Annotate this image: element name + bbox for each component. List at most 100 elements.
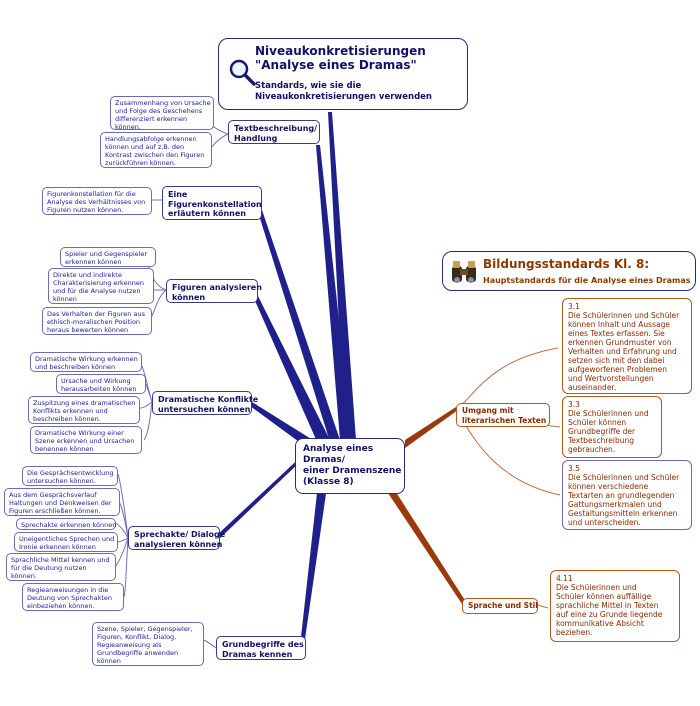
leaf-figurenkonstellation-1[interactable]: Figurenkonstellation für die Analyse des… [42, 187, 152, 215]
text-line: können Inhalt und Aussage [568, 320, 670, 329]
leaf-figuren-3[interactable]: Das Verhalten der Figuren aus ethisch-mo… [42, 307, 152, 335]
node-figurenkonstellation[interactable]: Eine Figurenkonstellation erläutern könn… [162, 186, 262, 220]
leaf-konflikte-1[interactable]: Dramatische Wirkung erkennen und beschre… [30, 352, 142, 372]
branch-line-figurenkonstellation [258, 210, 340, 442]
header-subtitle: Standards, wie sie die Niveaukonkretisie… [255, 81, 432, 102]
leaf-umgang-3-3[interactable]: 3.3 Die Schülerinnen und Schüler können … [562, 396, 662, 458]
text-line: Kontrast zwischen den Figuren [105, 151, 205, 159]
leaf-konflikte-2[interactable]: Ursache und Wirkung herausarbeiten könne… [56, 374, 146, 394]
leaf-sprechakte-4[interactable]: Uneigentliches Sprechen und Ironie erken… [14, 532, 118, 552]
text-line: Figurenkonstellation für die [47, 190, 136, 198]
main-branches [216, 112, 356, 646]
node-sprechakte[interactable]: Sprechakte/ Dialoge analysieren können [128, 526, 225, 550]
text-line: Dramatische Konflikte [158, 395, 259, 404]
text-line: auf eine zu Grunde liegende [556, 610, 663, 619]
text-line: Die Schülerinnen und [556, 583, 637, 592]
text-line: Textbeschreibung [568, 436, 634, 445]
node-grundbegriffe[interactable]: Grundbegriffe des Dramas kennen [216, 636, 306, 660]
text-line: Figurenkonstellation [168, 199, 262, 209]
header-title: Niveaukonkretisierungen "Analyse eines D… [255, 44, 426, 72]
text-line: untersuchen können. [27, 477, 96, 485]
text-line: Dramatische Wirkung erkennen [35, 355, 138, 363]
text-line: 3.1 [568, 302, 580, 311]
text-line: für die Deutung nutzen [11, 564, 87, 572]
text-line: 3.5 [568, 464, 580, 473]
leaf-sprechakte-5[interactable]: Sprachliche Mittel kennen und für die De… [6, 553, 116, 581]
leaf-konflikte-4[interactable]: Dramatische Wirkung einer Szene erkennen… [30, 426, 142, 454]
magnifier-icon [227, 57, 257, 87]
branch-line-figuren [252, 292, 330, 444]
node-konflikte[interactable]: Dramatische Konflikte untersuchen können [152, 391, 259, 415]
text-line: Grundbegriffe der [568, 427, 636, 436]
text-line: 3.3 [568, 400, 580, 409]
leaf-figuren-2[interactable]: Direkte und indirekte Charakterisierung … [48, 268, 154, 304]
bildungsstandards-box: Bildungsstandards Kl. 8: Hauptstandards … [442, 251, 696, 291]
text-line: Gattungsmerkmalen und [568, 500, 662, 509]
text-line: sprachliche Mittel in Texten [556, 601, 659, 610]
text-line: Haltungen und Denkweisen der [9, 499, 112, 507]
text-line: Gestaltungsmitteln erkennen [568, 509, 678, 518]
node-figuren[interactable]: Figuren analysieren können [166, 279, 262, 303]
text-line: Die Schülerinnen und [568, 409, 649, 418]
branch-line-sprache [370, 464, 468, 607]
text-line: eines Textes erfassen. Sie [568, 329, 665, 338]
text-line: und Wertvorstellungen [568, 374, 654, 383]
leaf-sprechakte-2[interactable]: Aus dem Gesprächsverlauf Haltungen und D… [4, 488, 120, 516]
text-line: Direkte und indirekte [53, 271, 122, 279]
text-line: Figuren analysieren [172, 283, 262, 292]
text-line: Regieanweisung als [97, 641, 162, 649]
text-line: können [97, 657, 121, 665]
text-line: beziehen. [556, 628, 593, 637]
leaf-umgang-3-1[interactable]: 3.1 Die Schülerinnen und Schüler können … [562, 298, 692, 394]
text-line: Analyse des Verhältnisses von [47, 198, 146, 206]
text-line: Konflikts erkennen und [33, 407, 108, 415]
text-line: Die Schülerinnen und Schüler [568, 311, 680, 320]
text-line: ethisch-moralischen Position [47, 318, 141, 326]
text-line: heraus bewerten können [47, 326, 129, 334]
text-line: literarischen Texten [462, 415, 547, 425]
text-line: Grundbegriffe anwenden [97, 649, 179, 657]
node-umgang[interactable]: Umgang mit literarischen Texten [456, 403, 550, 427]
text-line: und für die Analyse nutzen [53, 287, 141, 295]
text-line: Sprechakte erkennen können [21, 521, 117, 529]
center-node[interactable]: Analyse eines Dramas/ einer Dramenszene … [295, 438, 405, 494]
text-line: Charakterisierung erkennen [53, 279, 144, 287]
text-line: 4.11 [556, 574, 573, 583]
node-sprache[interactable]: Sprache und Stil [462, 598, 538, 614]
text-line: Die Schülerinnen und Schüler [568, 473, 680, 482]
text-line: Dramas/ [303, 455, 346, 465]
text-line: Figuren erschließen können. [9, 507, 101, 515]
text-line: Uneigentliches Sprechen und [19, 535, 115, 543]
orange-branches [370, 407, 468, 607]
leaf-konflikte-3[interactable]: Zuspitzung eines dramatischen Konflikts … [28, 396, 140, 424]
leaf-textbeschreibung-2[interactable]: Handlungsabfolge erkennen können und auf… [100, 132, 212, 168]
leaf-sprechakte-1[interactable]: Die Gesprächsentwicklung untersuchen kön… [22, 466, 118, 486]
text-line: einer Dramenszene [303, 466, 402, 476]
leaf-sprechakte-6[interactable]: Regieanweisungen in die Deutung von Spre… [22, 583, 124, 611]
leaf-textbeschreibung-1[interactable]: Zusammenhang von Ursache und Folge des G… [110, 96, 214, 131]
leaf-umgang-3-5[interactable]: 3.5 Die Schülerinnen und Schüler können … [562, 460, 692, 530]
text-line: Handlungsabfolge erkennen [105, 135, 197, 143]
text-line: Schüler können auffällige [556, 592, 652, 601]
leaf-figuren-1[interactable]: Spieler und Gegenspieler erkennen können [60, 247, 156, 267]
branch-line-header [328, 112, 356, 440]
text-line: Deutung von Sprechakten [27, 594, 113, 602]
text-line: Analyse eines [303, 444, 374, 454]
text-line: differenziert erkennen [115, 115, 188, 123]
text-line: Zuspitzung eines dramatischen [33, 399, 136, 407]
text-line: Textarten an grundlegenden [568, 491, 675, 500]
text-line: und Folge des Geschehens [115, 107, 203, 115]
text-line: Schüler können [568, 418, 627, 427]
branch-line-sprechakte [216, 452, 306, 540]
node-textbeschreibung[interactable]: Textbeschreibung/ Handlung [228, 120, 320, 144]
text-line: können verschiedene [568, 482, 649, 491]
text-line: untersuchen können [158, 404, 251, 414]
text-line: gebrauchen. [568, 445, 616, 454]
leaf-sprache-4-11[interactable]: 4.11 Die Schülerinnen und Schüler können… [550, 570, 680, 642]
leaf-grundbegriffe-1[interactable]: Szene, Spieler, Gegenspieler, Figuren, K… [92, 622, 204, 666]
text-line: erkennen Grundmuster von [568, 338, 672, 347]
text-line: Szene, Spieler, Gegenspieler, [97, 625, 193, 633]
text-line: Handlung [234, 133, 278, 143]
bildungsstandards-subtitle: Hauptstandards für die Analyse eines Dra… [483, 276, 691, 285]
leaf-sprechakte-3[interactable]: Sprechakte erkennen können [16, 518, 116, 530]
